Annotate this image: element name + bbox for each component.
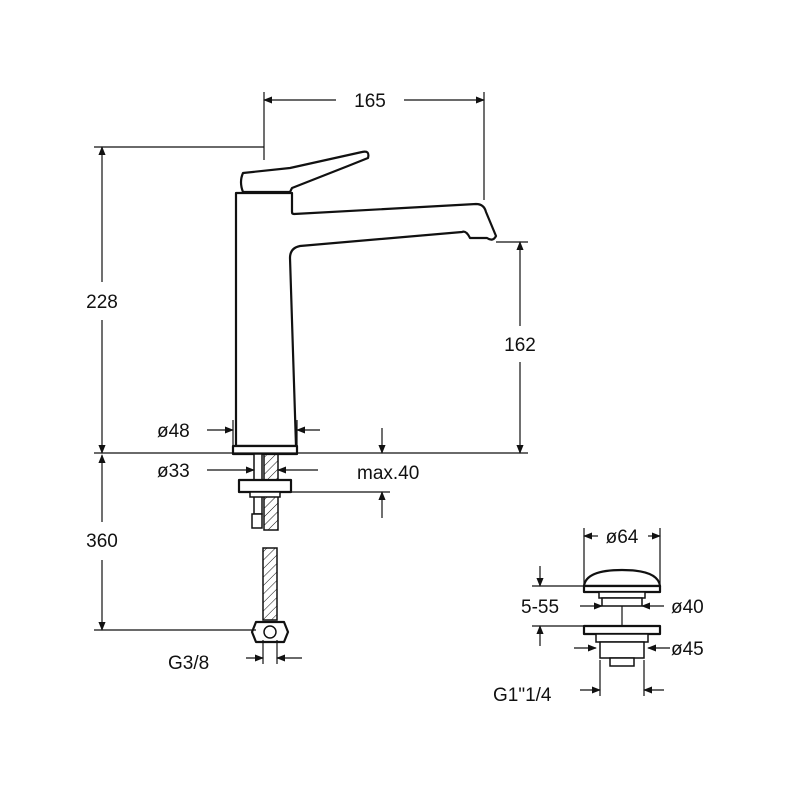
dimension-lines: [94, 92, 670, 696]
label-max-deck-thickness: max.40: [357, 463, 419, 484]
label-base-diameter: ø48: [157, 421, 190, 442]
label-waste-body-diameter: ø40: [671, 597, 704, 618]
label-width-total: 165: [354, 91, 386, 112]
label-shank-diameter: ø33: [157, 461, 190, 482]
label-waste-flange-diameter: ø45: [671, 639, 704, 660]
faucet-body: [231, 150, 498, 456]
label-spout-height: 162: [504, 335, 536, 356]
label-waste-top-diameter: ø64: [606, 527, 639, 548]
flexible-hose: [250, 547, 290, 644]
label-waste-thread: G1"1/4: [493, 685, 552, 706]
label-height-total: 228: [86, 292, 118, 313]
label-waste-range: 5-55: [521, 597, 559, 618]
label-hose-thread: G3/8: [168, 653, 209, 674]
label-hose-length: 360: [86, 531, 118, 552]
mounting-shank: [237, 453, 293, 531]
waste-drain: [582, 568, 662, 667]
